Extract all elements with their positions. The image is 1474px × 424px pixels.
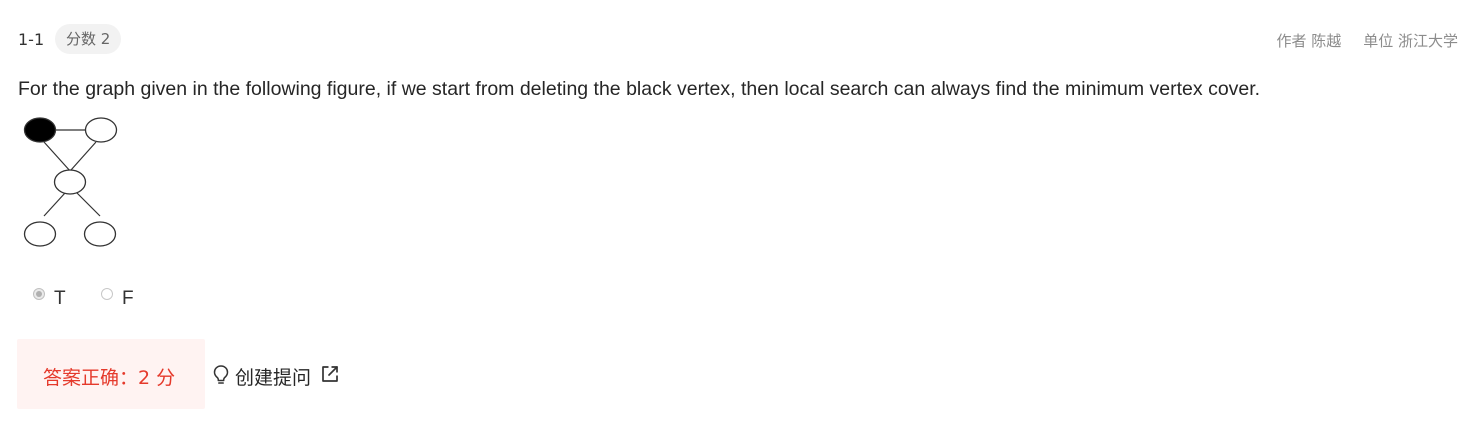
option-t-label: T — [54, 288, 66, 309]
graph-vertex — [83, 221, 117, 247]
graph-figure — [23, 117, 118, 247]
question-text: For the graph given in the following fig… — [18, 78, 1261, 100]
question-header: 1-1 分数 2 作者 陈越 单位 浙江大学 — [18, 24, 1458, 54]
graph-edge — [76, 192, 101, 217]
graph-vertex — [23, 221, 57, 247]
score-badge: 分数 2 — [55, 24, 122, 54]
graph-vertex — [53, 169, 87, 195]
external-link-icon[interactable] — [320, 364, 340, 384]
option-f-label: F — [122, 288, 134, 309]
question-number: 1-1 — [18, 30, 45, 49]
graph-vertex-black — [23, 117, 57, 143]
radio-t[interactable] — [33, 288, 45, 300]
graph-edge — [43, 192, 66, 217]
result-text: 答案正确：2 分 — [43, 367, 176, 389]
graph-edge — [43, 141, 72, 173]
author-label: 作者 陈越 — [1276, 32, 1342, 50]
create-question-label: 创建提问 — [235, 367, 312, 389]
graph-vertex — [84, 117, 118, 143]
lightbulb-icon — [213, 365, 229, 384]
result-box: 答案正确：2 分 — [17, 339, 205, 409]
graph-edge — [70, 141, 97, 171]
unit-label: 单位 浙江大学 — [1363, 32, 1458, 50]
question-meta: 作者 陈越 单位 浙江大学 — [1276, 30, 1458, 51]
radio-f[interactable] — [101, 288, 113, 300]
